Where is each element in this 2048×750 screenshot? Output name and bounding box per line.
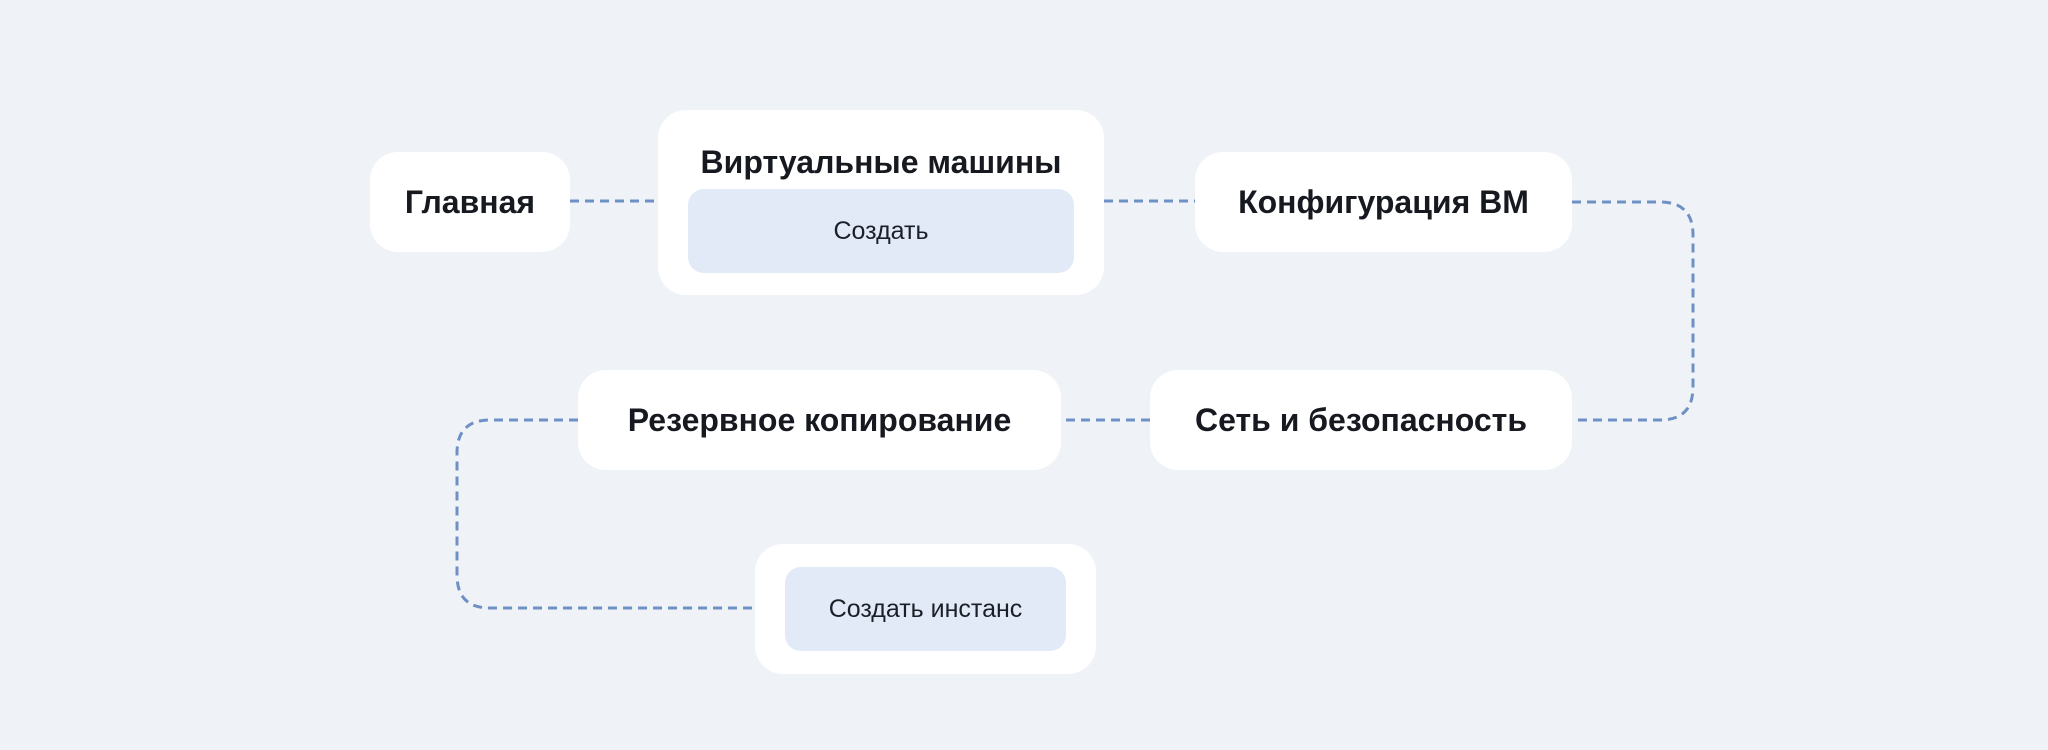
connector-backup-to-create: [455, 418, 755, 610]
create-instance-button[interactable]: Создать инстанс: [785, 567, 1066, 651]
node-create-instance: Создать инстанс: [755, 544, 1096, 674]
node-network-security-label: Сеть и безопасность: [1194, 401, 1527, 438]
node-network-security[interactable]: Сеть и безопасность: [1150, 370, 1572, 470]
node-backup-label: Резервное копирование: [627, 401, 1012, 438]
node-virtual-machines: Виртуальные машины Создать: [658, 110, 1104, 295]
connector-config-to-network: [1572, 200, 1695, 422]
node-vm-configuration[interactable]: Конфигурация ВМ: [1195, 152, 1572, 252]
node-vm-configuration-label: Конфигурация ВМ: [1238, 183, 1529, 220]
node-virtual-machines-label: Виртуальные машины: [700, 144, 1062, 180]
create-vm-button[interactable]: Создать: [688, 189, 1074, 273]
node-home-label: Главная: [404, 183, 536, 220]
node-home[interactable]: Главная: [370, 152, 570, 252]
node-backup[interactable]: Резервное копирование: [578, 370, 1061, 470]
